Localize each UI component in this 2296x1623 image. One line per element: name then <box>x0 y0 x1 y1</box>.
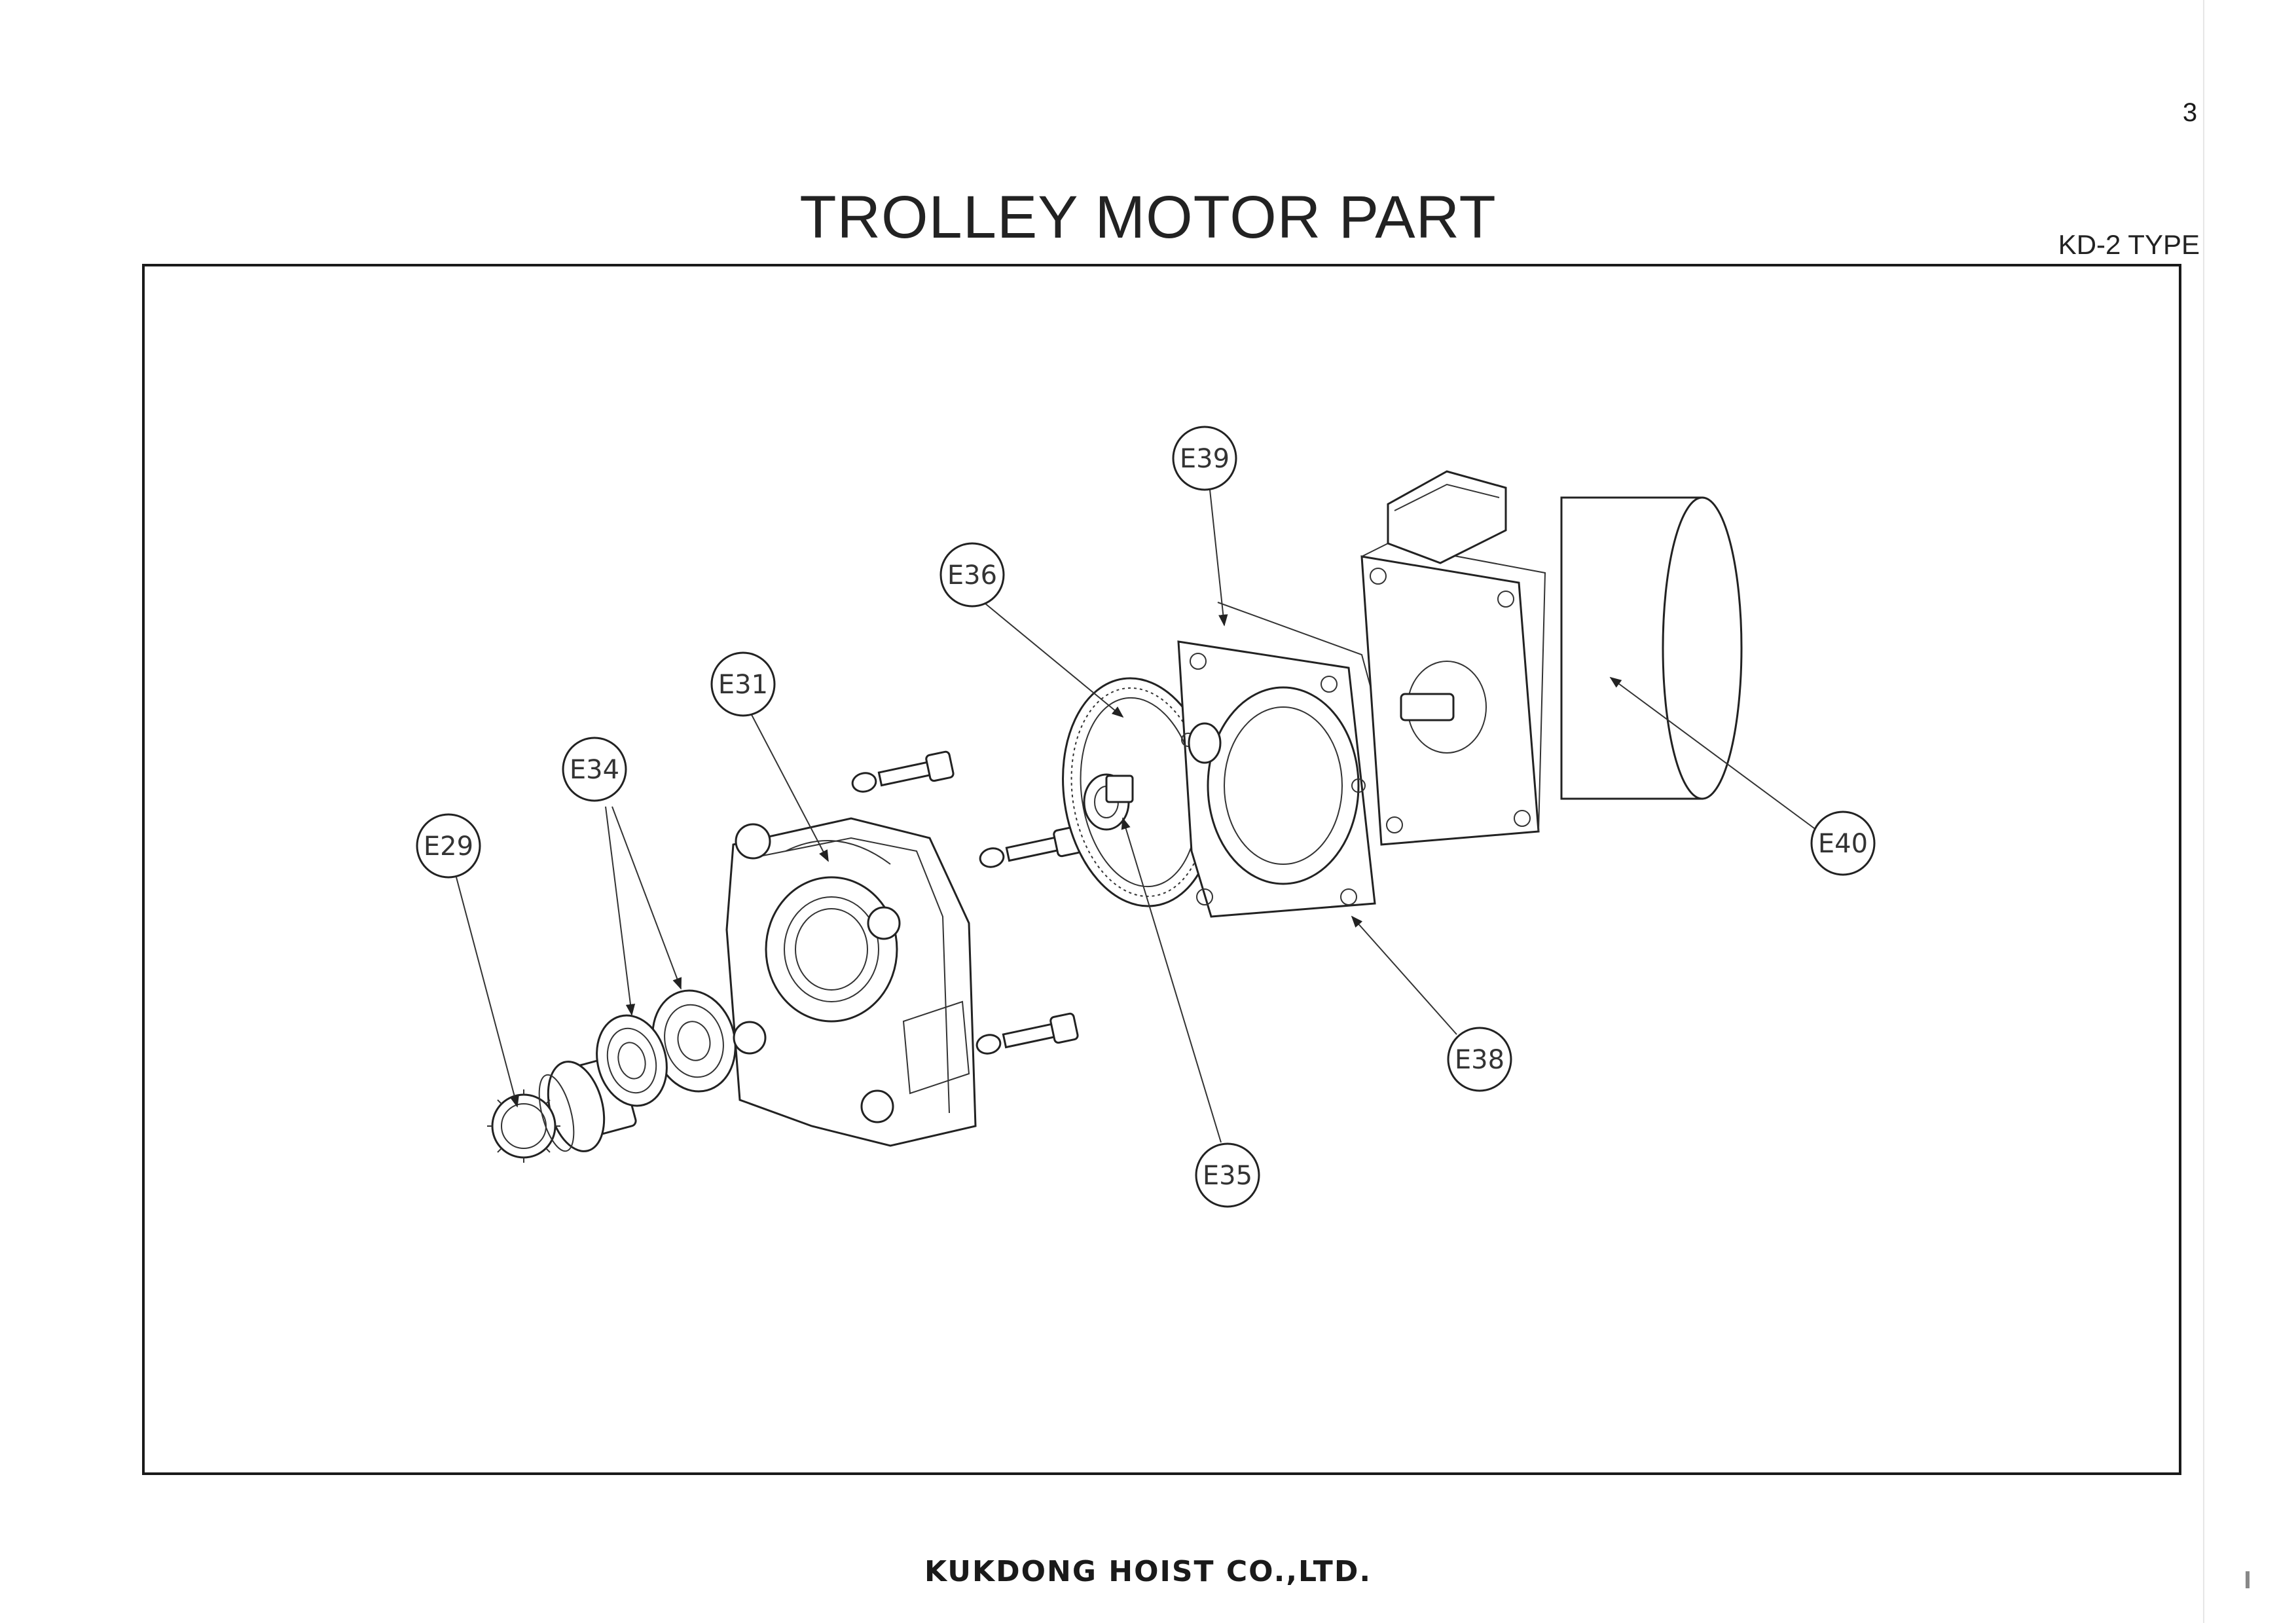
callout-e38: E38 <box>1447 1027 1512 1092</box>
callout-e38-label: E38 <box>1455 1045 1504 1075</box>
scan-edge-mark <box>2246 1571 2250 1588</box>
leader-lines <box>456 489 1817 1143</box>
callout-e40: E40 <box>1810 811 1876 876</box>
page-title: TROLLEY MOTOR PART <box>799 184 1497 251</box>
callout-e29: E29 <box>416 813 481 879</box>
gear-housing-part <box>725 817 977 1147</box>
page-number: 3 <box>2182 98 2198 127</box>
diagram-frame <box>142 264 2181 1475</box>
callout-e39-label: E39 <box>1180 444 1230 474</box>
callout-e40-label: E40 <box>1818 829 1868 859</box>
callout-e39: E39 <box>1172 426 1237 491</box>
callout-e34-label: E34 <box>570 755 619 785</box>
company-footer: KUKDONG HOIST CO.,LTD. <box>924 1555 1372 1588</box>
scan-edge-line <box>2203 0 2204 1623</box>
callout-e31-label: E31 <box>718 670 768 700</box>
callout-e31: E31 <box>710 651 776 717</box>
callout-e36-label: E36 <box>947 560 997 591</box>
type-label: KD-2 TYPE <box>2058 229 2200 260</box>
callout-e29-label: E29 <box>424 831 473 862</box>
motor-part <box>1360 470 1743 846</box>
callout-e35-label: E35 <box>1203 1161 1252 1191</box>
drive-gear-part <box>1062 677 1216 907</box>
callout-e35: E35 <box>1195 1142 1260 1208</box>
adapter-plate-part <box>1177 602 1382 918</box>
callout-e34: E34 <box>562 737 627 802</box>
callout-e36: E36 <box>939 542 1005 608</box>
bearing-pair-part <box>596 989 737 1107</box>
